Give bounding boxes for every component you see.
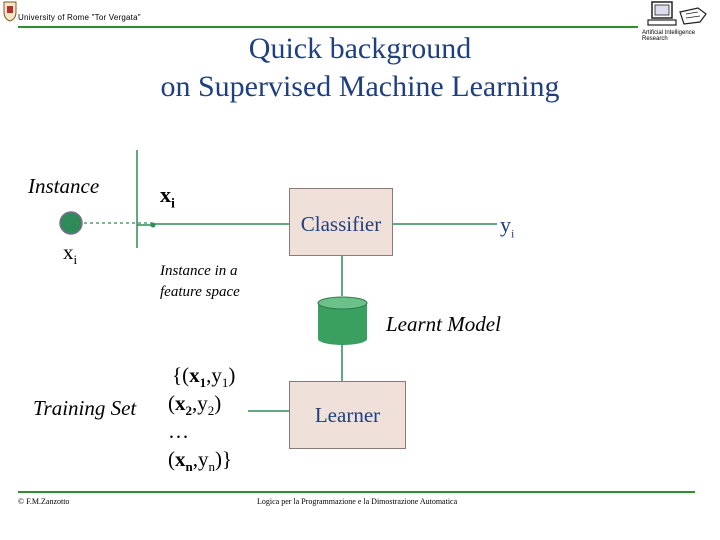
training-set-line-1: {(x1,y1) <box>172 362 235 396</box>
output-base: y <box>500 212 511 237</box>
instance-node-base: x <box>63 240 74 264</box>
instance-node-label: xi <box>63 240 77 268</box>
training-set-line-3: … <box>168 419 189 443</box>
output-sub: i <box>511 226 515 241</box>
header-rule <box>18 26 638 28</box>
learner-label: Learner <box>314 403 381 427</box>
tset-2-x: x <box>175 391 186 415</box>
feature-vector-base: x <box>160 182 171 207</box>
tset-1-xsub: 1 <box>199 375 207 391</box>
instance-node-sub: i <box>73 252 78 268</box>
university-name: University of Rome "Tor Vergata" <box>18 13 141 22</box>
classifier-box <box>289 188 393 256</box>
tset-1-x: x <box>189 363 200 387</box>
tset-4-prefix: ( <box>168 447 175 471</box>
tset-4-mid: ,y <box>192 447 209 471</box>
instance-node <box>59 211 83 235</box>
footer-course: Logica per la Programmazione e la Dimost… <box>257 497 458 506</box>
training-set-line-4: (xn,yn)} <box>168 446 232 480</box>
learnt-model-label: Learnt Model <box>386 312 501 336</box>
tset-2-mid: ,y <box>192 391 208 415</box>
feature-caption-line-1: Instance in a <box>160 263 238 279</box>
learnt-model-cylinder-icon <box>317 296 368 345</box>
classifier-label: Classifier <box>300 212 382 236</box>
feature-vector-sub: i <box>171 196 175 212</box>
learner-box <box>289 381 406 449</box>
tset-2-suffix: ) <box>214 391 222 415</box>
training-set-label: Training Set <box>33 396 137 420</box>
training-set-line-2: (x2,y2) <box>168 390 221 424</box>
feature-point <box>150 222 156 228</box>
tset-2-xsub: 2 <box>185 403 193 419</box>
ai-lab-logo-icon <box>647 1 707 26</box>
university-logo-icon <box>3 1 17 22</box>
tset-1-mid: ,y <box>206 363 222 387</box>
tset-4-ysub: n <box>208 459 215 475</box>
ai-lab-logo-text: Artificial Intelligence Research <box>642 30 696 42</box>
footer-author: © F.M.Zanzotto <box>18 497 70 506</box>
tset-2-ysub: 2 <box>207 403 215 419</box>
output-label: yi <box>500 212 514 241</box>
title-line-2: on Supervised Machine Learning <box>160 70 560 103</box>
feature-vector-label: xi <box>160 182 175 212</box>
instance-label: Instance <box>28 174 100 198</box>
tset-4-x: x <box>175 447 186 471</box>
tset-2-prefix: ( <box>168 391 175 415</box>
title-line-1: Quick background <box>248 32 472 65</box>
tset-1-ysub: 1 <box>221 375 229 391</box>
tset-4-suffix: )} <box>214 447 233 471</box>
tset-4-xsub: n <box>185 459 193 475</box>
footer-rule <box>18 491 695 493</box>
slide-title: Quick background on Supervised Machine L… <box>0 30 720 106</box>
feature-caption-line-2: feature space <box>160 284 240 300</box>
tset-1-suffix: ) <box>228 363 236 387</box>
feature-space-caption: Instance in a feature space <box>160 261 240 303</box>
tset-1-prefix: {( <box>172 363 190 387</box>
